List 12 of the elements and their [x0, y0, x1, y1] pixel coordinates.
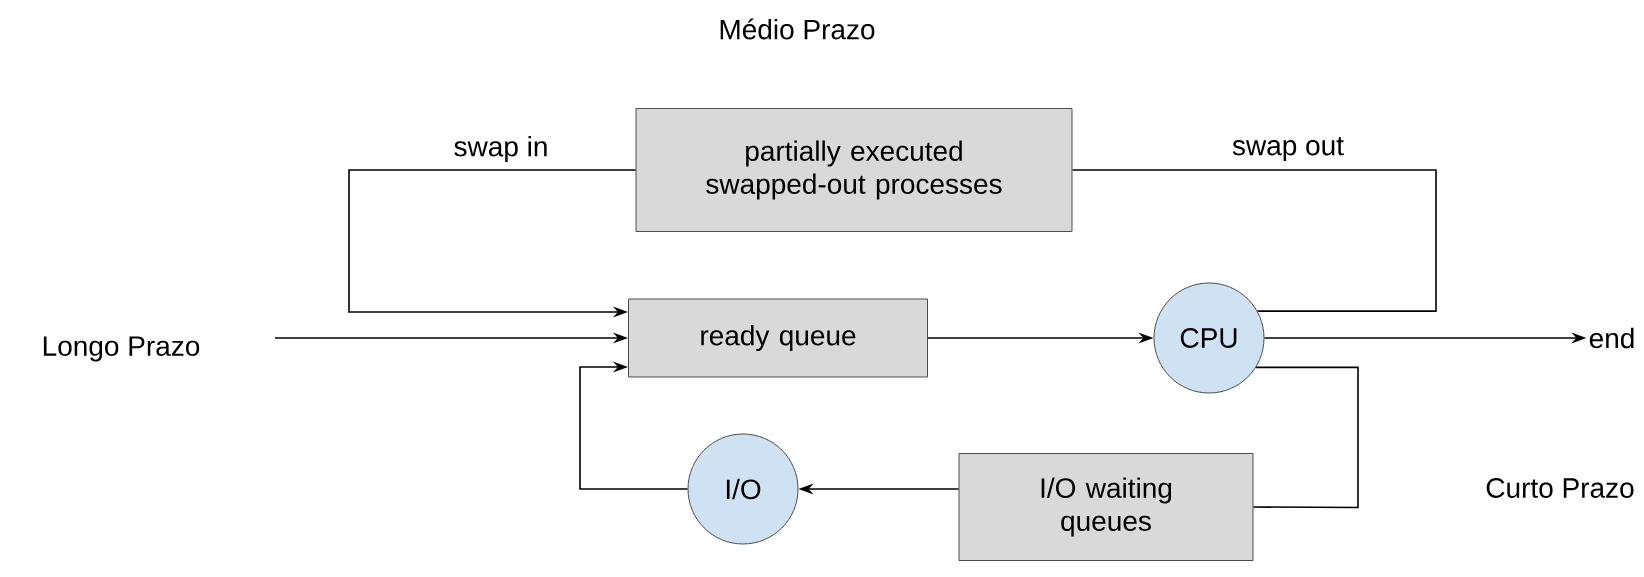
process-box: ready queue [628, 298, 928, 378]
end-label: end [1589, 327, 1634, 349]
scheduler-label: Longo Prazo [43, 336, 200, 362]
arrow [579, 361, 689, 490]
process-box: I/O waiting queues [958, 453, 1254, 561]
scheduler-label: Médio Prazo [720, 18, 875, 40]
circle-node: I/O [687, 433, 799, 545]
circle-node: CPU [1153, 282, 1265, 394]
process-box: partially executed swapped-out processes [635, 108, 1073, 232]
edge-label: swap out [1229, 135, 1347, 163]
scheduler-label: Curto Prazo [1486, 478, 1634, 498]
edge-label: swap in [451, 133, 551, 165]
